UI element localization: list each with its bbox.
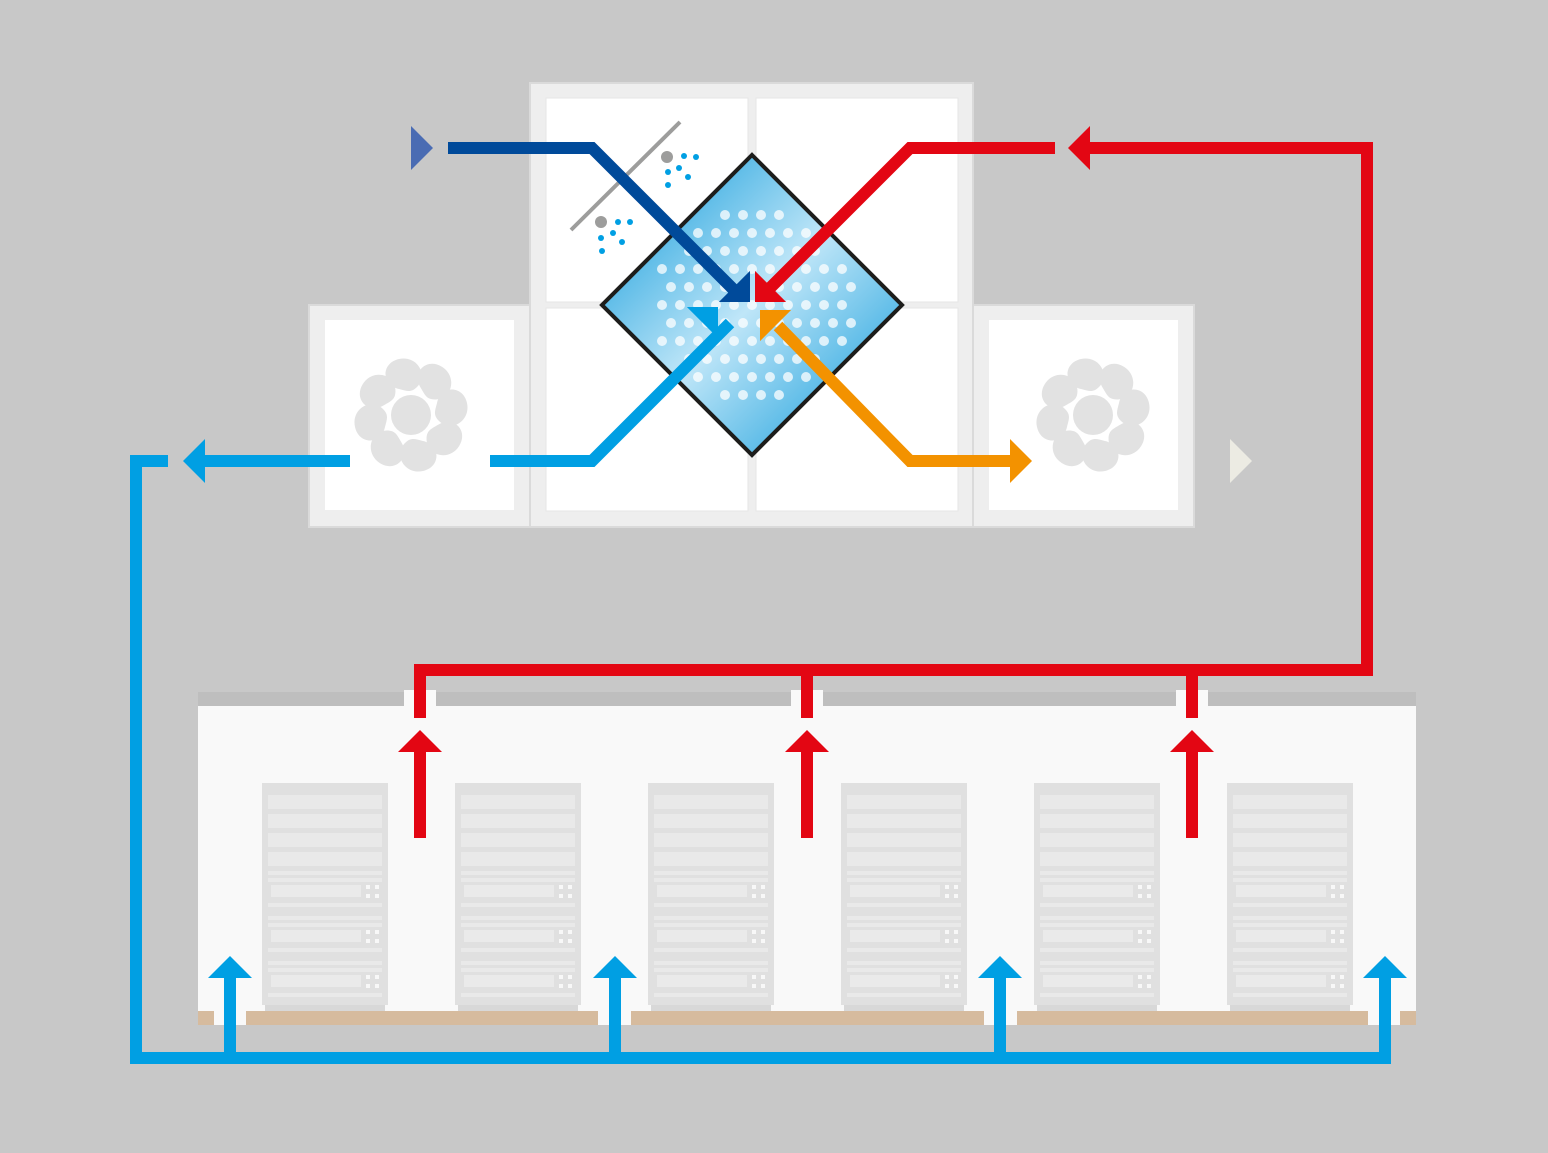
server-room xyxy=(198,690,1416,1025)
exhaust-air-path xyxy=(773,321,1015,467)
exhaust-fan-unit xyxy=(972,304,1195,528)
arrow-icon xyxy=(593,956,637,978)
return-air-path xyxy=(764,142,1055,294)
server-rack-icon xyxy=(455,783,581,1011)
raised-floor xyxy=(198,1011,1416,1025)
fan-icon xyxy=(354,358,468,472)
outdoor-air-path xyxy=(448,142,740,296)
supply-air-path xyxy=(490,318,735,467)
outlet-arrow-icon xyxy=(1230,439,1252,483)
fan-icon xyxy=(1036,358,1150,472)
arrow-icon xyxy=(978,956,1022,978)
server-rack-icon xyxy=(648,783,774,1011)
arrow-icon xyxy=(1363,956,1407,978)
inlet-arrow-icon xyxy=(411,126,433,170)
arrow-icon xyxy=(183,439,205,483)
return-air-duct xyxy=(414,142,1373,718)
server-rack-icon xyxy=(1034,783,1160,1011)
server-rack-icon xyxy=(841,783,967,1011)
arrow-icon xyxy=(208,956,252,978)
arrow-icon xyxy=(785,730,829,752)
arrow-icon xyxy=(1170,730,1214,752)
supply-air-duct xyxy=(130,455,1391,1064)
server-rack-icon xyxy=(262,783,388,1011)
supply-fan-unit xyxy=(308,304,531,528)
server-rack-icon xyxy=(1227,783,1353,1011)
arrow-icon xyxy=(398,730,442,752)
arrow-icon xyxy=(1068,126,1090,170)
arrow-icon xyxy=(1010,439,1032,483)
